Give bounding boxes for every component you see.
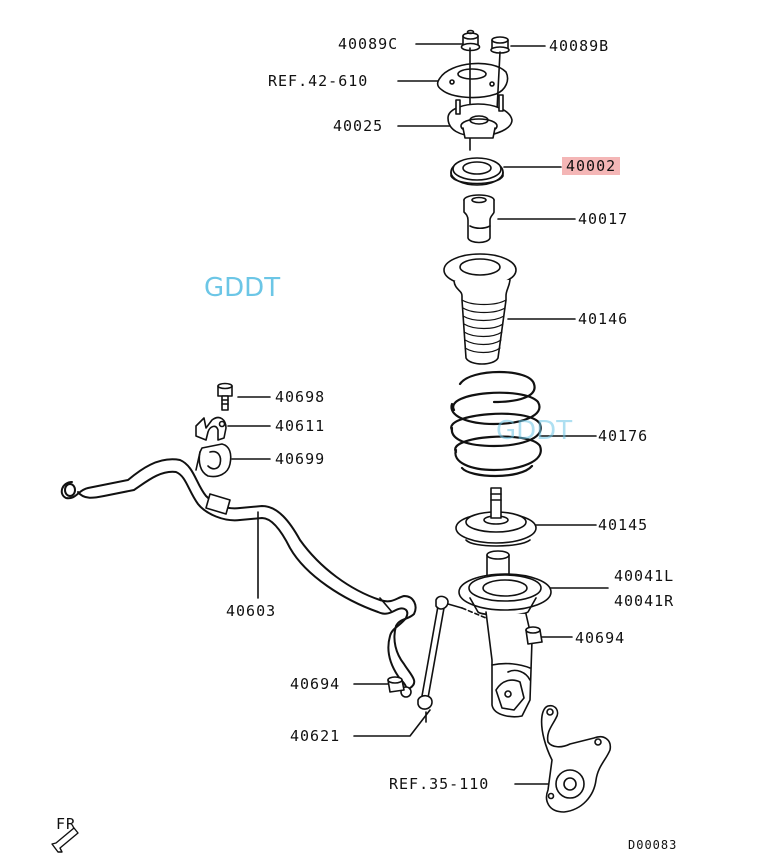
ref-35-110-label: REF.35-110 (389, 775, 490, 793)
part-40603-label: 40603 (226, 602, 277, 620)
front-arrow-icon (51, 827, 79, 853)
steering-knuckle (540, 704, 612, 813)
bump-stop (463, 194, 495, 244)
nut-40694-link (387, 676, 405, 693)
part-40699-label: 40699 (275, 450, 326, 468)
diagram-code: D00083 (628, 838, 678, 852)
spring-seat (455, 487, 537, 547)
upper-strut-mount (447, 94, 513, 139)
ref-42-610-label: REF.42-610 (268, 72, 369, 90)
coil-spring (450, 370, 542, 478)
watermark-right: GDDT (496, 416, 573, 446)
dust-boot (443, 253, 517, 365)
nut-40089b (490, 36, 510, 54)
part-40002-highlight: 40002 (562, 157, 621, 175)
part-40017-label: 40017 (578, 210, 629, 228)
part-40621-label: 40621 (290, 727, 341, 745)
part-40089b-label: 40089B (549, 37, 610, 55)
stabilizer-link (400, 595, 487, 723)
front-indicator-label: FR (56, 815, 77, 833)
part-40694-strut-label: 40694 (575, 629, 626, 647)
stabilizer-bracket (195, 416, 227, 441)
strut-bearing (450, 157, 504, 186)
stabilizer-bushing (195, 443, 232, 478)
part-40041l-label: 40041L (614, 567, 675, 585)
part-40025-label: 40025 (333, 117, 384, 135)
part-40146-label: 40146 (578, 310, 629, 328)
nut-40694-strut (525, 626, 543, 645)
part-40694-link-label: 40694 (290, 675, 341, 693)
nut-40089c (460, 29, 481, 52)
part-40145-label: 40145 (598, 516, 649, 534)
watermark-left: GDDT (204, 273, 281, 303)
leader-lines (227, 43, 609, 785)
part-40611-label: 40611 (275, 417, 326, 435)
strut-tower-plate (436, 47, 509, 151)
bracket-bolt (217, 382, 233, 411)
part-40089c-label: 40089C (338, 35, 399, 53)
part-40698-label: 40698 (275, 388, 326, 406)
part-40002-label: 40002 (562, 157, 621, 175)
part-40176-label: 40176 (598, 427, 649, 445)
stabilizer-bar (60, 458, 417, 695)
strut-assembly (458, 550, 552, 718)
part-40041r-label: 40041R (614, 592, 675, 610)
